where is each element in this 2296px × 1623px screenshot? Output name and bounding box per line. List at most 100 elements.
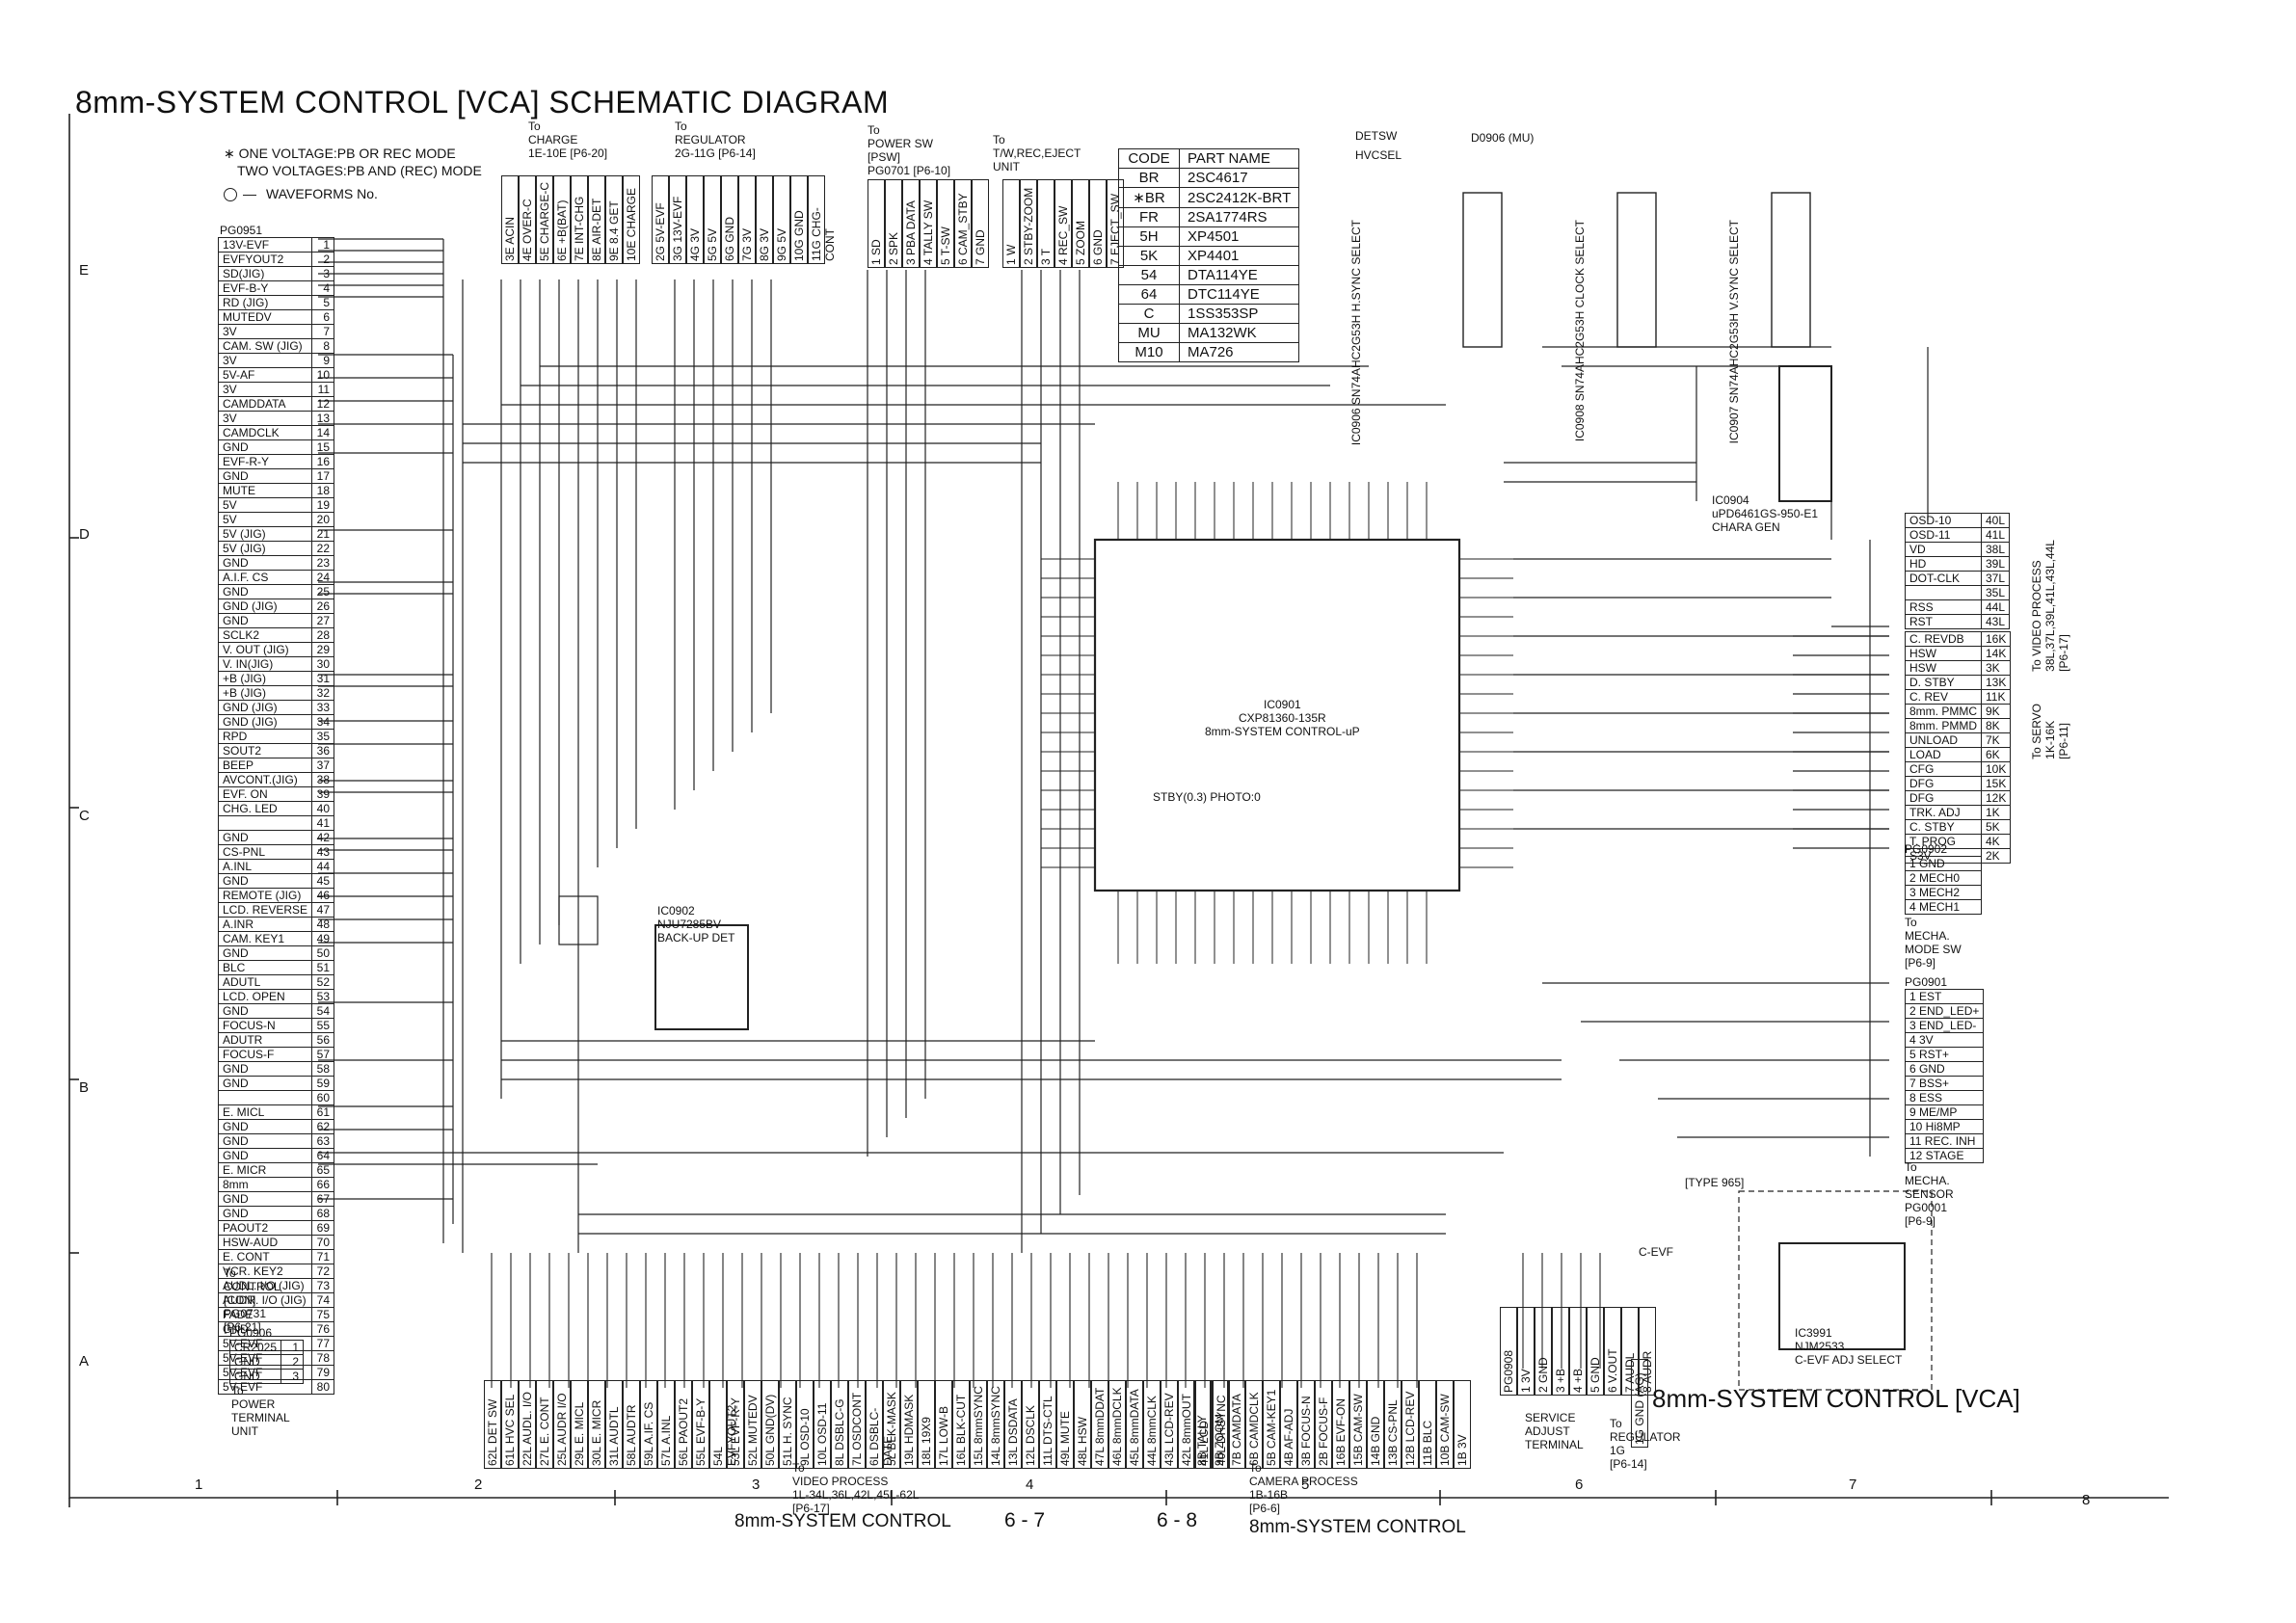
left-connector-pin-number: 79: [311, 1365, 335, 1380]
video-process-to-line: 38L,37L,39L,41L,43L,44L: [2043, 540, 2057, 672]
part-name-cell: 2SC2412K-BRT: [1178, 187, 1300, 208]
connector-pin-label: 10L OSD-11: [814, 1380, 831, 1469]
left-connector-pin-label: +B (JIG): [217, 685, 313, 701]
connector-row: 7 BSS+: [1904, 1076, 1985, 1091]
connector-pin-label: D. STBY: [1905, 675, 1982, 690]
left-connector-pin-label: CAMDCLK: [217, 425, 313, 440]
connector-row: 3 END_LED-: [1904, 1018, 1985, 1033]
left-connector-ref: PG0951: [220, 224, 263, 237]
connector-pin-number: 15K: [1980, 776, 2012, 791]
left-connector-pin-label: 8mm: [217, 1177, 313, 1192]
connector-pin-label: 15L 8mmSYNC: [970, 1380, 987, 1469]
connector-pin-label: 8G 3V: [756, 175, 773, 264]
main-ic-part: CXP81360-135R: [1238, 711, 1326, 725]
ic0904-name: CHARA GEN: [1712, 520, 1780, 534]
top-connector-to-line: 2G-11G [P6-14]: [675, 146, 756, 160]
connector-pin-label: 27L E. CONT: [536, 1380, 553, 1469]
connector-pin-label: 47L 8mmDDAT: [1091, 1380, 1108, 1469]
left-connector-pin-number: 2: [311, 252, 335, 267]
sensor-to-line: MECHA.: [1905, 1174, 1950, 1187]
connector-pin-label: 6 V.OUT: [1604, 1307, 1621, 1396]
left-connector-row: GND (JIG)33: [217, 700, 335, 715]
top-connector-to-line: To: [528, 120, 541, 133]
left-connector-pin-number: 33: [311, 700, 335, 715]
left-connector-row: 5V (JIG)21: [217, 526, 335, 542]
ic0902-label: IC0902 NJU7285BV BACK-UP DET: [657, 904, 734, 945]
left-connector-pin-number: 43: [311, 844, 335, 860]
left-connector-pin-number: 20: [311, 512, 335, 527]
connector-pin-label: 2 GND: [1535, 1307, 1552, 1396]
connector-pin-label: 49L MUTE: [1056, 1380, 1074, 1469]
left-connector-pin-number: 32: [311, 685, 335, 701]
left-connector-pin-number: 78: [311, 1350, 335, 1366]
connector-pin-label: 9G 5V: [773, 175, 790, 264]
connector-pin-label: 61L HVC SEL: [501, 1380, 519, 1469]
connector-pin-label: 16L BLK-CUT: [952, 1380, 970, 1469]
left-connector-pin-number: 26: [311, 599, 335, 614]
left-connector-pin-label: CAM. SW (JIG): [217, 338, 313, 354]
left-connector-row: V. IN(JIG)30: [217, 656, 335, 672]
left-connector-pin-number: 45: [311, 873, 335, 889]
left-connector-pin-label: EVFYOUT2: [217, 252, 313, 267]
main-ic-ref: IC0901: [1263, 698, 1301, 711]
connector-row: 35L: [1905, 585, 2011, 600]
connector-pin-label: 11 REC. INH: [1904, 1133, 1985, 1149]
connector-row: 1 EST: [1904, 989, 1985, 1004]
part-name-cell: MA726: [1178, 342, 1300, 362]
mode-sw-to-line: MODE SW: [1905, 943, 1962, 956]
connector-pin-number: 43L: [1980, 614, 2011, 629]
left-connector-pin-label: LCD. REVERSE: [217, 902, 313, 918]
connector-pin-number: 2K: [1980, 848, 2012, 864]
left-connector-pin-number: 10: [311, 367, 335, 383]
connector-pin-label: 8E AIR-DET: [588, 175, 605, 264]
left-connector-pin-label: GND: [217, 830, 313, 845]
connector-pin-label: 4G 3V: [686, 175, 704, 264]
code-cell: ∗BR: [1118, 187, 1180, 208]
bottom-connector-regulator-to: To REGULATOR 1G [P6-14]: [1610, 1417, 1681, 1471]
code-cell: 64: [1118, 284, 1180, 305]
left-connector-pin-number: 19: [311, 497, 335, 513]
col-marker: 3: [752, 1477, 761, 1493]
left-connector-pin-number: 76: [311, 1321, 335, 1337]
connector-pin-label: 10 Hi8MP: [1904, 1119, 1985, 1134]
top-connector-to-line: PG0701 [P6-10]: [868, 164, 951, 177]
connector-pin-label: 11L DTS-CTL: [1039, 1380, 1056, 1469]
connector-pin-number: 40L: [1980, 513, 2011, 528]
battery-to-line: POWER: [231, 1397, 276, 1411]
left-connector-pin-label: LCD. OPEN: [217, 989, 313, 1004]
ic0902-name: BACK-UP DET: [657, 931, 735, 945]
left-connector-pin-label: A.INR: [217, 917, 313, 932]
servo-to-line: 1K-16K: [2043, 720, 2057, 759]
top-connector-to-line: To: [993, 133, 1005, 146]
left-connector-pin-label: GND: [217, 945, 313, 961]
code-cell: 5K: [1118, 246, 1180, 266]
connector-pin-label: OSD-10: [1905, 513, 1982, 528]
connector-pin-label: 4 +B: [1569, 1307, 1587, 1396]
connector-pin-label: DOT-CLK: [1905, 571, 1982, 586]
connector-pin-label: 15B CAM-SW: [1349, 1380, 1367, 1469]
left-connector-pin-number: 17: [311, 468, 335, 484]
connector-pin-label: TRK. ADJ: [1905, 805, 1982, 820]
connector-pin-label: 10B CAM-SW: [1436, 1380, 1454, 1469]
connector-pin-label: T. PROG: [1905, 834, 1982, 849]
left-connector-pin-label: 5V-AF: [217, 367, 313, 383]
left-connector-pin-number: 37: [311, 758, 335, 773]
connector-pin-label: VD: [1905, 542, 1982, 557]
